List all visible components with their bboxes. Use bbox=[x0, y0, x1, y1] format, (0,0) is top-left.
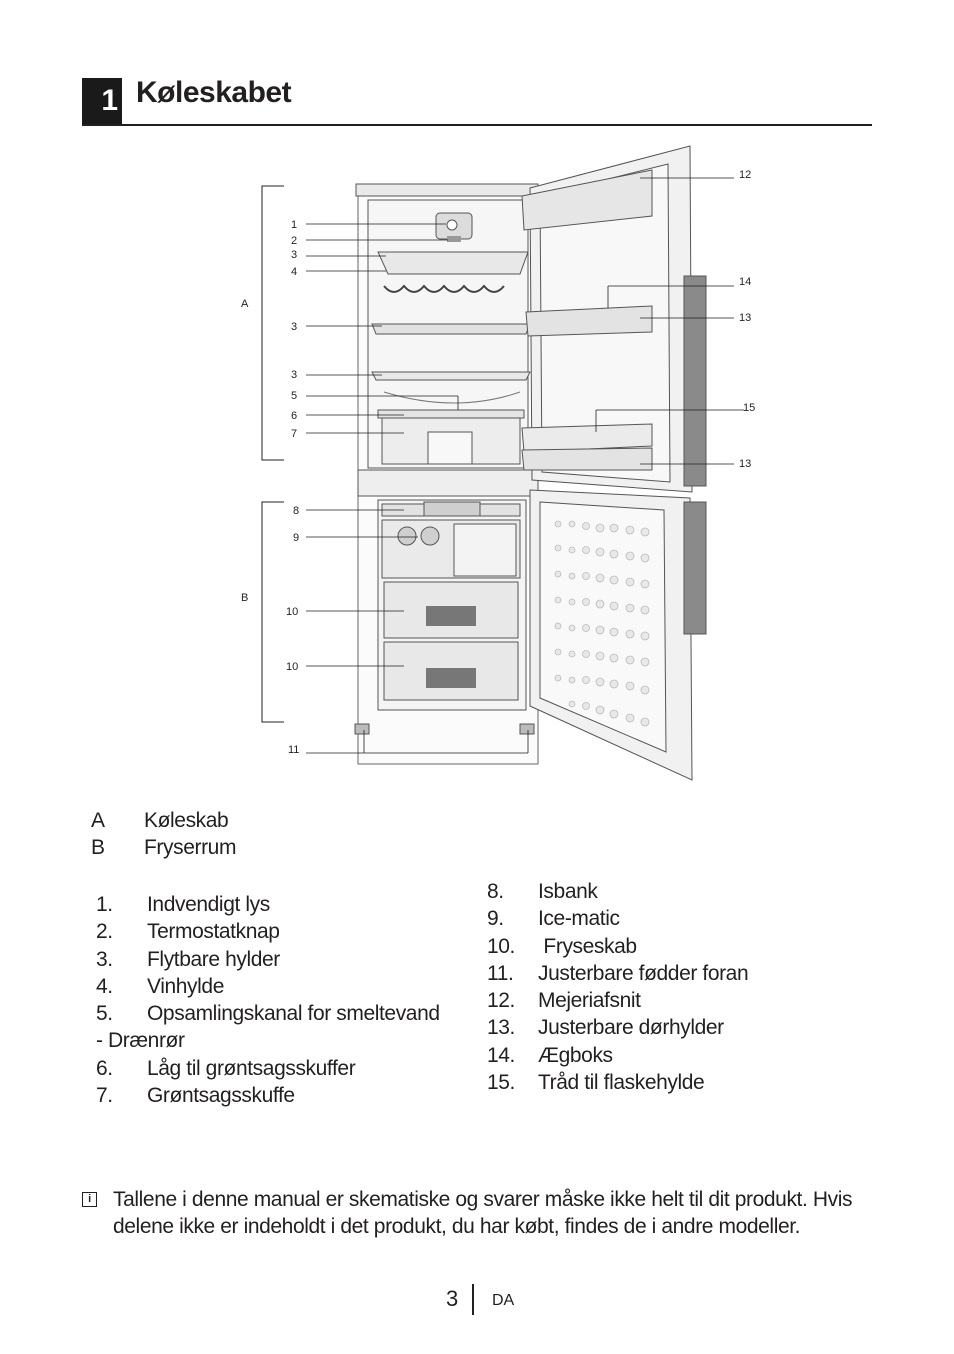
callout-11: 11 bbox=[288, 744, 299, 756]
part-label: Opsamlingskanal for smeltevand bbox=[147, 1002, 440, 1026]
zone-label-b: B bbox=[241, 592, 248, 604]
part-label: Tråd til flaskehylde bbox=[538, 1071, 705, 1095]
callout-5: 5 bbox=[291, 390, 297, 402]
callout-3a: 3 bbox=[291, 249, 297, 261]
callout-8: 8 bbox=[293, 505, 299, 517]
section-header: 1 Køleskabet bbox=[82, 70, 872, 126]
callout-3b: 3 bbox=[291, 321, 297, 333]
part-label: Grøntsagsskuffe bbox=[147, 1084, 295, 1108]
callout-2: 2 bbox=[291, 235, 297, 247]
callout-6: 6 bbox=[291, 410, 297, 422]
footer-divider bbox=[472, 1284, 474, 1315]
part-number: 9. bbox=[487, 907, 504, 931]
language-code: DA bbox=[492, 1292, 515, 1309]
part-item: 12. Mejeriafsnit bbox=[487, 987, 817, 1014]
leader-lines bbox=[306, 177, 744, 754]
zone-key: B bbox=[91, 836, 105, 860]
callout-10b: 10 bbox=[286, 661, 298, 673]
part-item: 3. Flytbare hylder bbox=[96, 946, 466, 973]
info-icon: i bbox=[82, 1192, 97, 1207]
part-item: 9. Ice-matic bbox=[487, 905, 817, 932]
part-label: Mejeriafsnit bbox=[538, 989, 641, 1013]
part-number: 1. bbox=[96, 893, 113, 916]
part-label: Fryseskab bbox=[538, 934, 637, 958]
fridge-diagram: 1 2 3 4 3 3 5 6 7 8 9 10 10 11 12 14 13 … bbox=[241, 145, 755, 781]
zone-label-a: A bbox=[241, 298, 249, 310]
part-label: Termostatknap bbox=[147, 920, 280, 944]
part-label: Indvendigt lys bbox=[147, 893, 270, 916]
callout-14: 14 bbox=[739, 276, 751, 288]
fridge-illustration bbox=[354, 145, 707, 781]
zone-legend-item: B Fryserrum bbox=[91, 834, 351, 861]
part-item: - Drænrør bbox=[96, 1027, 466, 1054]
part-item: 4. Vinhylde bbox=[96, 973, 466, 1000]
callout-labels: 1 2 3 4 3 3 5 6 7 8 9 10 10 11 12 14 13 … bbox=[241, 169, 755, 756]
callout-1: 1 bbox=[291, 219, 297, 231]
part-number: 3. bbox=[96, 947, 113, 971]
part-number: 5. bbox=[96, 1002, 113, 1026]
part-number: 8. bbox=[487, 880, 504, 903]
part-item: 13. Justerbare dørhylder bbox=[487, 1014, 817, 1041]
part-item: 7. Grøntsagsskuffe bbox=[96, 1082, 466, 1109]
part-number: 6. bbox=[96, 1056, 113, 1080]
part-label: Justerbare fødder foran bbox=[538, 961, 749, 985]
zone-legend: A Køleskab B Fryserrum bbox=[91, 807, 351, 862]
note-text: Tallene i denne manual er skematiske og … bbox=[113, 1188, 853, 1238]
part-item: 2. Termostatknap bbox=[96, 918, 466, 945]
part-label: Isbank bbox=[538, 880, 598, 903]
part-item: 5. Opsamlingskanal for smeltevand bbox=[96, 1000, 466, 1027]
callout-15: 15 bbox=[743, 402, 755, 414]
callout-4: 4 bbox=[291, 266, 297, 278]
part-number: 14. bbox=[487, 1043, 515, 1067]
part-item: 14. Ægboks bbox=[487, 1042, 817, 1069]
zone-label: Køleskab bbox=[144, 809, 229, 832]
callout-7: 7 bbox=[291, 428, 297, 440]
callout-3c: 3 bbox=[291, 369, 297, 381]
part-label: Justerbare dørhylder bbox=[538, 1016, 724, 1040]
part-number: 11. bbox=[487, 961, 514, 985]
callout-9: 9 bbox=[293, 532, 299, 544]
part-number: 2. bbox=[96, 920, 113, 944]
part-label: - Drænrør bbox=[96, 1029, 185, 1053]
part-number: 10. bbox=[487, 934, 515, 958]
part-item: 10. Fryseskab bbox=[487, 933, 817, 960]
section-number: 1 bbox=[82, 78, 122, 124]
part-number: 4. bbox=[96, 974, 113, 998]
part-label: Flytbare hylder bbox=[147, 947, 280, 971]
part-item: 15. Tråd til flaskehylde bbox=[487, 1069, 817, 1096]
zone-label: Fryserrum bbox=[144, 836, 237, 860]
part-item: 8. Isbank bbox=[487, 878, 817, 905]
part-label: Ægboks bbox=[538, 1043, 613, 1067]
part-label: Ice-matic bbox=[538, 907, 620, 931]
part-number: 15. bbox=[487, 1071, 515, 1095]
part-item: 6. Låg til grøntsagsskuffer bbox=[96, 1055, 466, 1082]
freezer-door-dimples bbox=[554, 520, 650, 727]
part-label: Låg til grøntsagsskuffer bbox=[147, 1056, 356, 1080]
part-number: 13. bbox=[487, 1016, 515, 1040]
page-number: 3 bbox=[446, 1286, 459, 1311]
part-item: 11. Justerbare fødder foran bbox=[487, 960, 817, 987]
callout-12: 12 bbox=[739, 169, 751, 181]
zone-legend-item: A Køleskab bbox=[91, 807, 351, 834]
part-number: 7. bbox=[96, 1084, 113, 1108]
zone-key: A bbox=[91, 809, 105, 832]
callout-13b: 13 bbox=[739, 458, 751, 470]
callout-10a: 10 bbox=[286, 606, 298, 618]
parts-list-right: 8. Isbank 9. Ice-matic 10. Fryseskab 11. Ju… bbox=[487, 878, 817, 1096]
part-number: 12. bbox=[487, 989, 515, 1013]
parts-list-left: 1. Indvendigt lys 2. Termostatknap 3. Flytb… bbox=[96, 891, 466, 1109]
callout-13a: 13 bbox=[739, 312, 751, 324]
part-item: 1. Indvendigt lys bbox=[96, 891, 466, 918]
zone-brackets bbox=[261, 185, 284, 723]
section-title: Køleskabet bbox=[136, 76, 292, 109]
part-label: Vinhylde bbox=[147, 974, 224, 998]
